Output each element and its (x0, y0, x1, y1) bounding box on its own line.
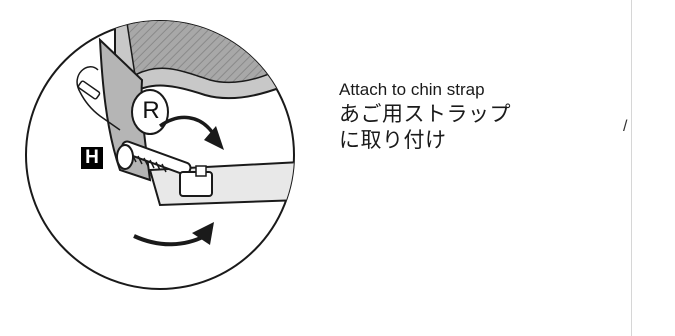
headset-speaker-icon (131, 89, 169, 135)
speaker-marker-r: R (142, 97, 160, 124)
rotate-arrow-lower-icon (133, 234, 206, 247)
mic-cable (76, 66, 121, 131)
right-panel-glyph: / (623, 118, 628, 135)
caption-japanese-line1: あご用ストラップ (339, 103, 511, 127)
clip-marker-h: H (81, 147, 103, 169)
cable-connector (77, 80, 101, 100)
instruction-caption: Attach to chin strap あご用ストラップ に取り付け (339, 80, 511, 153)
rotate-arrow-icon (158, 115, 214, 134)
panel-divider (631, 0, 632, 336)
caption-japanese-line2: に取り付け (339, 128, 447, 152)
caption-english: Attach to chin strap (339, 80, 485, 99)
microphone-boom-icon (116, 140, 192, 176)
